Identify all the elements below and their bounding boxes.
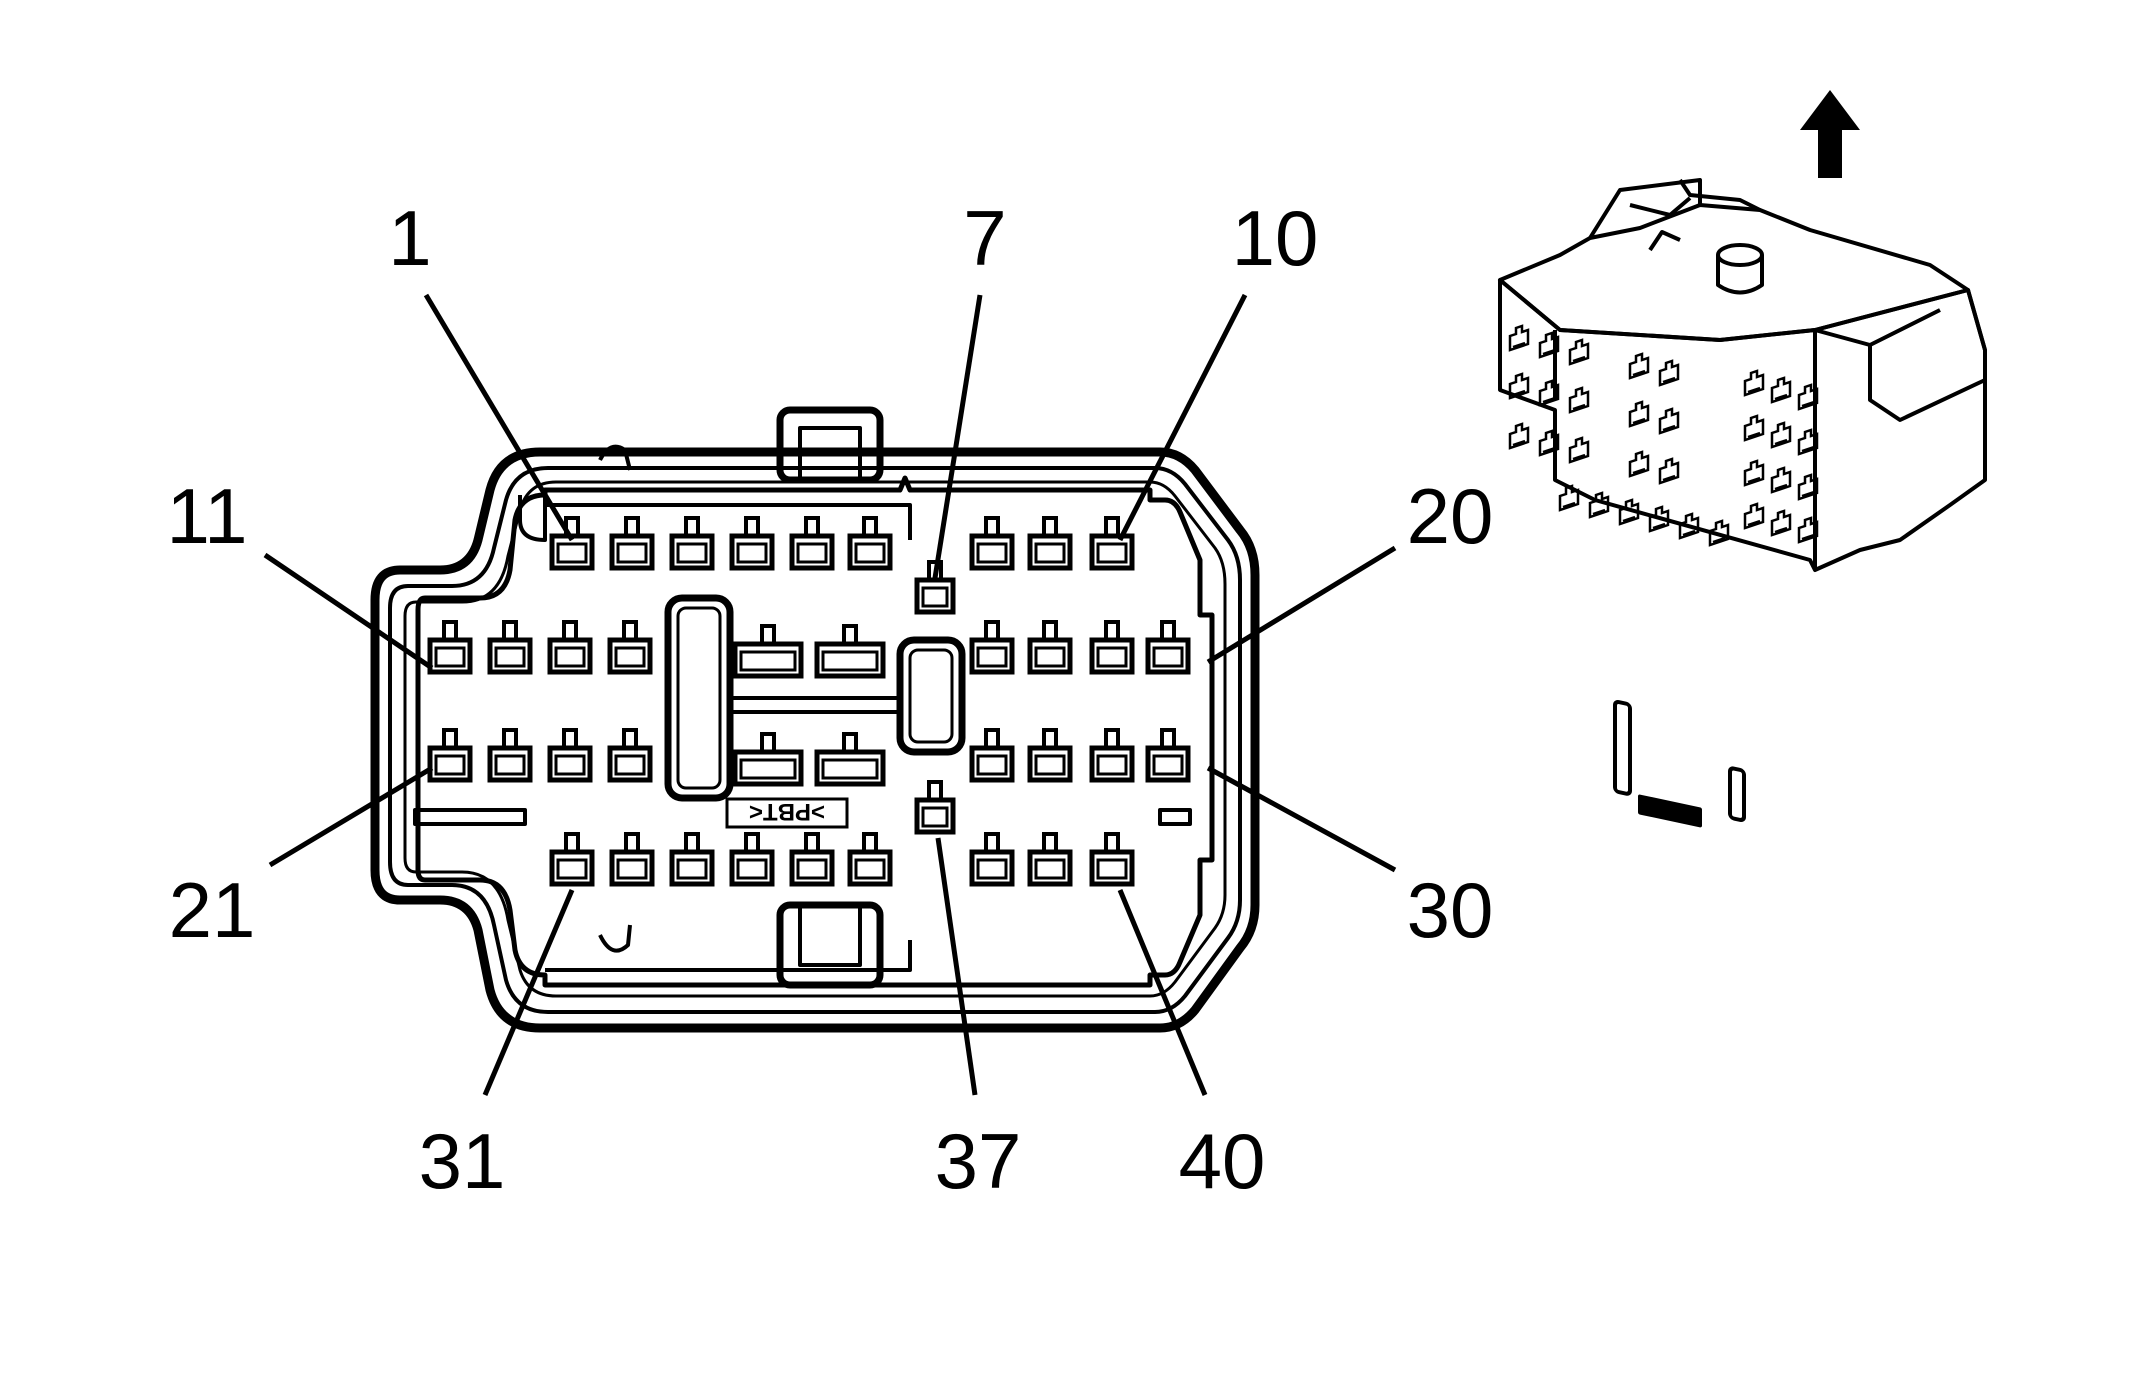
pin-label-30: 30 — [1407, 866, 1494, 954]
terminal-cavity-17 — [969, 620, 1015, 675]
pin-label-20: 20 — [1407, 472, 1494, 560]
pin-label-37: 37 — [935, 1117, 1022, 1205]
terminal-cavity-34 — [729, 832, 775, 887]
isometric-cavities — [1508, 324, 1819, 547]
pin-label-21: 21 — [169, 866, 256, 954]
terminal-cavity-4 — [729, 516, 775, 571]
terminal-cavity-37 — [914, 780, 956, 835]
iso-cavity-6 — [1508, 372, 1530, 400]
terminal-cavity-11 — [427, 620, 473, 675]
housing-outline-outer — [370, 447, 1260, 1033]
iso-cavity-8 — [1568, 386, 1590, 414]
terminal-cavity-25 — [732, 732, 804, 787]
terminal-cavity-19 — [1089, 620, 1135, 675]
iso-cavity-29 — [1770, 466, 1792, 494]
iso-cavity-27 — [1797, 428, 1819, 456]
iso-cavity-22 — [1743, 369, 1765, 397]
iso-cavity-23 — [1770, 376, 1792, 404]
terminal-cavity-2 — [609, 516, 655, 571]
leader-lines — [263, 293, 1397, 1096]
iso-cavity-11 — [1508, 422, 1530, 450]
iso-cavity-31 — [1743, 502, 1765, 530]
iso-cavity-25 — [1743, 414, 1765, 442]
terminal-cavity-9 — [1027, 516, 1073, 571]
iso-cavity-14 — [1628, 450, 1650, 478]
terminal-cavity-39 — [1027, 832, 1073, 887]
connector-face-inner — [415, 475, 1215, 988]
terminal-cavity-20 — [1145, 620, 1191, 675]
terminal-cavity-13 — [547, 620, 593, 675]
terminal-cavity-18 — [1027, 620, 1073, 675]
iso-cavity-4 — [1628, 352, 1650, 380]
terminal-cavity-32 — [609, 832, 655, 887]
terminal-cavity-21 — [427, 728, 473, 783]
terminal-cavity-23 — [547, 728, 593, 783]
iso-cavity-33 — [1797, 516, 1819, 544]
connector-isometric-view — [1498, 178, 1987, 828]
iso-cavity-20 — [1678, 512, 1700, 540]
iso-cavity-12 — [1538, 429, 1560, 457]
iso-cavity-3 — [1568, 338, 1590, 366]
terminal-cavity-28 — [1027, 728, 1073, 783]
arrow-up-icon — [1800, 90, 1860, 178]
terminal-cavity-7 — [914, 560, 956, 615]
terminal-cavity-12 — [487, 620, 533, 675]
iso-cavity-28 — [1743, 459, 1765, 487]
iso-cavity-5 — [1658, 359, 1680, 387]
terminal-cavity-24 — [607, 728, 653, 783]
terminal-cavity-29 — [1089, 728, 1135, 783]
pin-label-31: 31 — [419, 1117, 506, 1205]
terminal-cavity-22 — [487, 728, 533, 783]
iso-cavity-16 — [1558, 484, 1580, 512]
iso-cavity-13 — [1568, 436, 1590, 464]
terminal-cavity-8 — [969, 516, 1015, 571]
iso-cavity-30 — [1797, 473, 1819, 501]
terminal-cavity-3 — [669, 516, 715, 571]
terminal-cavity-30 — [1145, 728, 1191, 783]
housing-marking-text: >PBT< — [749, 798, 825, 825]
iso-cavity-2 — [1538, 331, 1560, 359]
connector-face — [370, 406, 1260, 1033]
iso-cavity-7 — [1538, 379, 1560, 407]
iso-cavity-32 — [1770, 509, 1792, 537]
pin-label-40: 40 — [1179, 1117, 1266, 1205]
terminal-cavity-35 — [789, 832, 835, 887]
iso-cavity-26 — [1770, 421, 1792, 449]
terminal-cavity-27 — [969, 728, 1015, 783]
terminal-cavity-10 — [1089, 516, 1135, 571]
terminal-cavity-5 — [789, 516, 835, 571]
pin-label-1: 1 — [388, 194, 431, 282]
terminal-cavity-6 — [847, 516, 893, 571]
iso-cavity-18 — [1618, 498, 1640, 526]
iso-cavity-1 — [1508, 324, 1530, 352]
housing-marking: >PBT< — [725, 797, 849, 829]
terminal-cavity-1 — [549, 516, 595, 571]
pin-label-11: 11 — [167, 472, 248, 560]
pin-labels: 1 7 10 11 20 21 30 31 37 40 — [167, 194, 1494, 1205]
iso-cavity-10 — [1658, 407, 1680, 435]
pin-label-10: 10 — [1232, 194, 1319, 282]
iso-cavity-17 — [1588, 491, 1610, 519]
terminal-cavity-15 — [732, 624, 804, 679]
terminal-cavity-16 — [814, 624, 886, 679]
pin-label-7: 7 — [963, 194, 1006, 282]
iso-cavity-19 — [1648, 505, 1670, 533]
bottom-latch-tab — [776, 901, 884, 989]
iso-cavity-9 — [1628, 400, 1650, 428]
iso-cavity-21 — [1708, 519, 1730, 547]
terminal-cavity-26 — [814, 732, 886, 787]
terminal-cavity-38 — [969, 832, 1015, 887]
iso-cavity-15 — [1658, 457, 1680, 485]
terminal-cavity-36 — [847, 832, 893, 887]
terminal-cavity-33 — [669, 832, 715, 887]
terminal-cavity-40 — [1089, 832, 1135, 887]
iso-cavity-24 — [1797, 383, 1819, 411]
terminal-cavity-31 — [549, 832, 595, 887]
connector-post — [1716, 243, 1764, 267]
terminal-cavity-14 — [607, 620, 653, 675]
terminal-cavities — [427, 516, 1191, 887]
